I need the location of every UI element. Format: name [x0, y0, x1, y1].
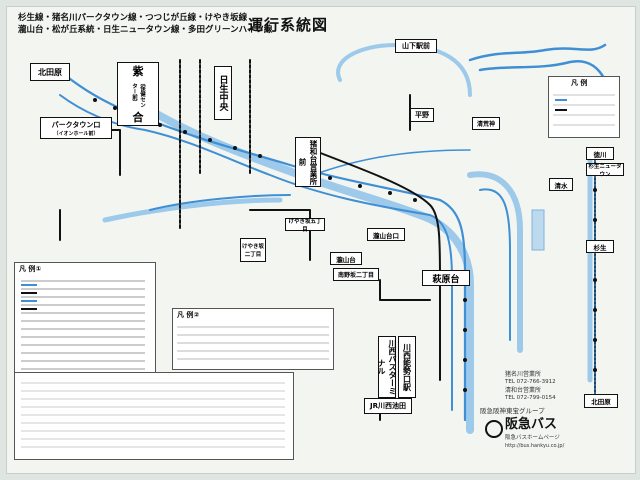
office-1-tel: TEL 072-766-3912: [505, 379, 556, 385]
route-black-10: [249, 209, 311, 261]
stop-kitaoku: 北田原: [30, 63, 70, 81]
legend-2-rows: [177, 326, 329, 360]
office-2-tel: TEL 072-799-0154: [505, 395, 556, 401]
map-title: 運行系統図: [248, 16, 329, 34]
brand-name: 阪急バス: [505, 417, 558, 432]
route-black-5: [299, 144, 441, 381]
route-light-branch-2: [102, 197, 283, 223]
route-blue-5: [478, 59, 607, 82]
legend-1-title: 凡 例①: [19, 265, 42, 273]
stop-keiwadai-eigyosho: 猪和台営業所前: [295, 137, 321, 187]
stop-tokura: 徳川: [586, 147, 614, 160]
route-blue-4: [468, 43, 607, 62]
stop-hirano: 平野: [410, 108, 434, 122]
stop-jr-kawanishiikeda: JR川西池田: [364, 398, 412, 414]
stop-kiyoshikojin: 清荒神: [472, 117, 500, 130]
route-blue-3: [479, 188, 511, 341]
legend-box-1: 凡 例①: [14, 262, 156, 384]
stop-shimizu: 清水: [549, 178, 573, 191]
header-line-2: 瀧山台・松が丘系統・日生ニュータウン線・多田グリーンハイツ線: [18, 25, 273, 35]
side-legend-box: 凡 例: [548, 76, 620, 138]
stop-nissei-chuo: 日生中央: [214, 66, 232, 120]
stop-parktown-iri: パークタウン口 （イオンホール前）: [40, 117, 112, 139]
header-line-1: 杉生線・猪名川パークタウン線・つつじが丘線・けやき坂線: [18, 13, 248, 23]
site-url: http://bus.hankyu.co.jp/: [505, 443, 565, 449]
stop-keyakizaka-2: けやき坂二丁目: [240, 238, 266, 262]
stop-minamikeiwadai: 南野坂二丁目: [333, 268, 379, 281]
stop-kitaoku-bottom: 北田原: [584, 394, 618, 408]
legend-1-rows: [21, 280, 145, 370]
stop-keyakizaka-5: けやき坂五丁目: [285, 218, 325, 233]
stop-yamashita-ekimae: 山下駅前: [395, 39, 437, 53]
stop-kawanishi-bus-terminal: 川西バスターミナル: [377, 336, 397, 398]
side-legend-rows: [553, 94, 615, 126]
stop-takiyamadai-iri: 瀧山台口: [367, 228, 405, 241]
stop-sugio: 杉生: [586, 240, 614, 253]
site-label: 阪急バスホームページ: [505, 435, 560, 441]
legend-2-title: 凡 例②: [177, 311, 200, 319]
route-light-branch-1: [467, 171, 523, 353]
stop-murasakigo: 紫 （保健センター前） 合: [117, 62, 159, 126]
side-legend-title: 凡 例: [571, 79, 588, 87]
stop-sugio-newtown: 杉生ニュータウン: [586, 163, 624, 178]
legend-box-2: 凡 例②: [172, 308, 334, 370]
stop-hagiwaradai: 萩原台: [422, 270, 470, 286]
notes-lines: [21, 382, 285, 448]
route-black-6: [379, 279, 431, 301]
office-2-name: 清和台営業所: [505, 387, 542, 394]
stop-takiyamadai: 瀧山台: [330, 252, 362, 265]
route-blue-7: [149, 194, 291, 211]
stop-kawanishi-noseguchi: 川西能勢口駅: [398, 336, 416, 398]
office-1-name: 猪名川営業所: [505, 371, 542, 378]
notes-box: [14, 372, 294, 460]
group-name: 阪急阪神東宝グループ: [480, 407, 545, 415]
hankyu-logo-icon: [485, 420, 503, 438]
